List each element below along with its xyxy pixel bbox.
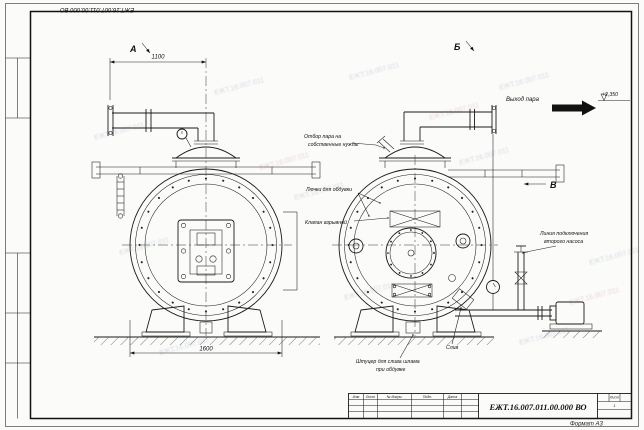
steam-tap-label: Отбор пара на собственные нужды (304, 134, 385, 149)
level-gauge (116, 173, 125, 219)
format-note: Формат А3 (570, 422, 603, 428)
dim-1600-group: 1600 (129, 320, 283, 357)
burner-door (177, 219, 235, 283)
pump-line-label: Линия подключения второго насоса (522, 231, 588, 254)
watermark-text: ЕЖТ.16.007.011 (499, 72, 550, 92)
sight-ports (348, 233, 471, 282)
tb-sheet-label: Лист (609, 396, 619, 400)
dim-1100: 1100 (152, 55, 166, 61)
steam-tap-line1: Отбор пара на (304, 134, 341, 140)
steam-outlet-pipe (400, 105, 497, 280)
supports-right-view (350, 305, 482, 337)
ground-left-view (94, 336, 320, 345)
ground-right-view (334, 336, 494, 345)
hatches-label: Лючки для обдувки (305, 187, 381, 217)
tb-col-izm: Изм (353, 395, 360, 399)
handrail-right (448, 164, 565, 183)
view-b-arrow-icon (465, 40, 475, 52)
pump-line-text2: второго насоса (544, 239, 583, 245)
dim-1600: 1600 (199, 347, 213, 353)
supports-left-view (141, 305, 273, 337)
feed-piping (455, 245, 552, 320)
sludge-text1: Штуцер для слива шлама (356, 359, 420, 365)
explosion-valve (389, 210, 441, 228)
watermark-text: ЕЖТ.16.007.011 (589, 247, 640, 267)
steam-out-group: Выход пара +2,350 (506, 92, 630, 116)
watermark-text: ЕЖТ.16.007.011 (569, 287, 620, 307)
steam-out-arrow-icon (552, 100, 596, 116)
shell-behind-left (283, 211, 298, 291)
tb-col-sign: Подп. (423, 395, 433, 399)
sludge-label: Штуцер для слива шлама при обдувке (356, 334, 420, 373)
blowdown-fitting (451, 288, 475, 310)
feed-pump (542, 301, 602, 338)
drain-label: Слив (446, 307, 462, 351)
pressure-gauge-right (486, 280, 500, 310)
manhole (385, 227, 437, 279)
view-a-label: А (129, 44, 137, 54)
drain-text: Слив (446, 345, 459, 351)
explosion-valve-label: Клапан взрывной (305, 217, 389, 226)
explosion-valve-text: Клапан взрывной (305, 219, 347, 226)
steam-tap-line2: собственные нужды (308, 142, 359, 148)
view-a-arrow-icon (141, 42, 151, 54)
tb-col-list: Лист (365, 395, 375, 399)
watermark-text: ЕЖТ.16.007.011 (349, 62, 400, 82)
title-block: Изм Лист № докум. Подп. Дата ЕЖТ.16.007.… (348, 393, 632, 419)
sludge-text2: при обдувке (376, 367, 405, 373)
right-view: Б В (304, 40, 630, 373)
watermark-text: ЕЖТ.16.007.011 (214, 77, 265, 97)
tb-col-date: Дата (447, 395, 457, 399)
doc-number-top: ЕЖТ.16.007.011.00.000 ВО (60, 6, 134, 12)
left-view: А 1100 (91, 42, 321, 357)
pressure-gauge-left (176, 128, 192, 148)
tb-sheet-number: 1 (614, 404, 616, 408)
elevation-mark-icon (600, 93, 608, 102)
bottom-hatch (391, 283, 433, 298)
hatches-text: Лючки для обдувки (305, 187, 352, 193)
steam-out-label: Выход пара (506, 97, 540, 103)
tb-col-doc: № докум. (387, 395, 403, 399)
title-block-doc-number: ЕЖТ.16.007.011.00.000 ВО (488, 402, 586, 412)
elevation-value: +2,350 (602, 92, 618, 98)
watermark-text: ЕЖТ.16.007.011 (459, 147, 510, 167)
watermark-text: ЕЖТ.16.007.011 (259, 152, 310, 172)
watermark-text: ЕЖТ.16.007.011 (119, 237, 170, 257)
steam-pipe-left (107, 105, 218, 145)
pump-line-text1: Линия подключения (539, 231, 588, 237)
view-v-label: В (550, 180, 557, 190)
watermark-text: ЕЖТ.16.007.011 (94, 122, 145, 142)
view-b-label: Б (454, 42, 461, 52)
sheet-frame (5, 3, 639, 427)
